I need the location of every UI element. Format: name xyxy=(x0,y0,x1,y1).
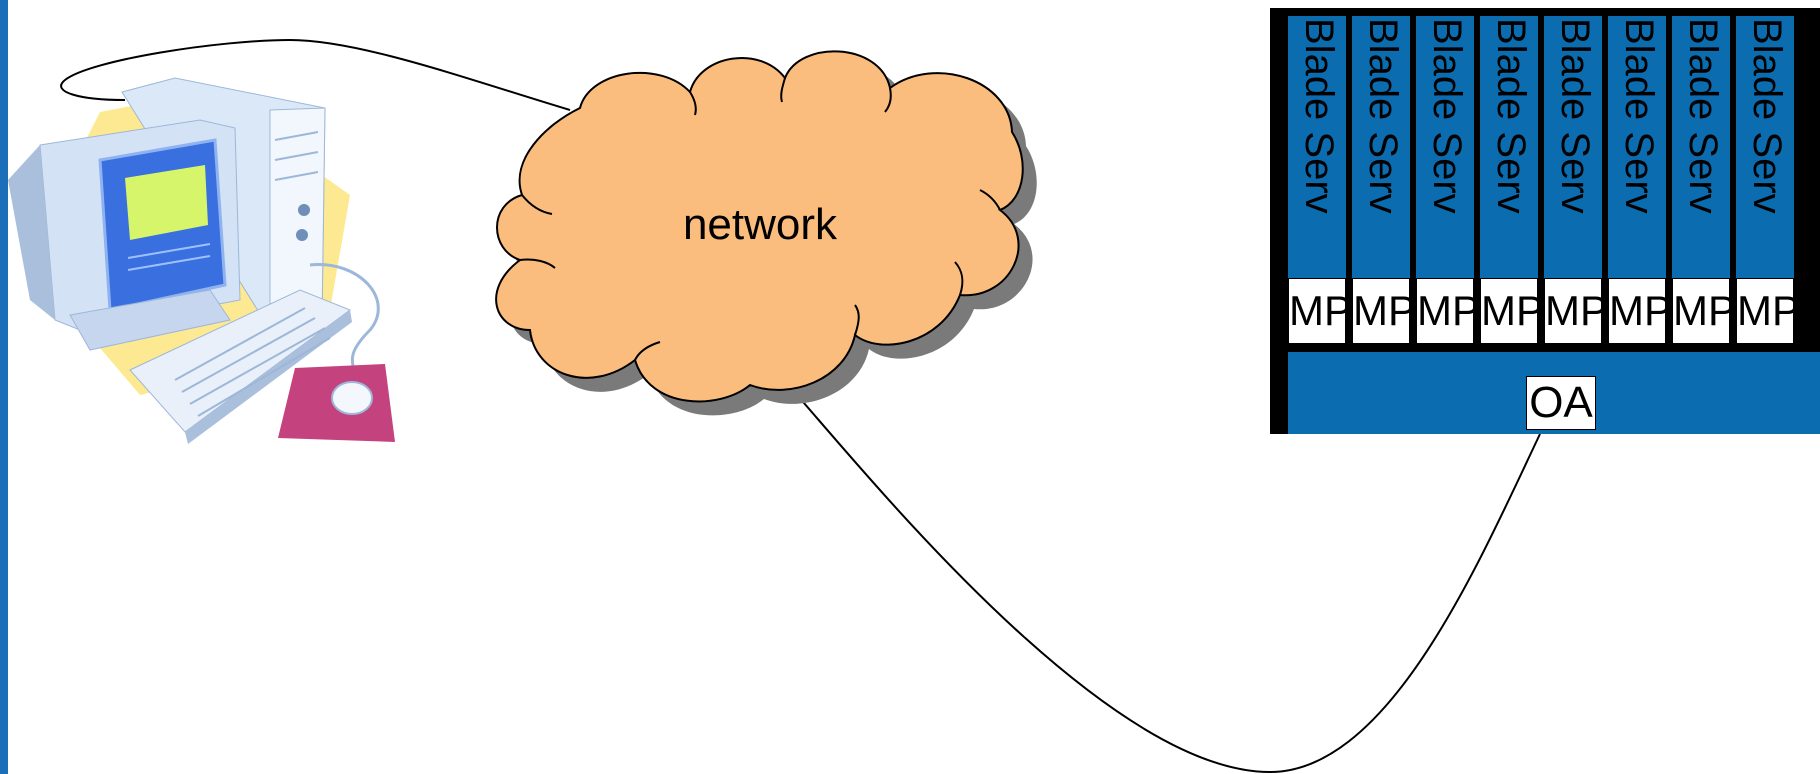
blade-label: Blade Serv xyxy=(1356,18,1410,214)
blade-label: Blade Serv xyxy=(1484,18,1538,214)
blade-enclosure: Blade Serv Blade Serv Blade Serv Blade S… xyxy=(1270,8,1820,434)
management-processor: MP xyxy=(1736,278,1794,344)
management-processor: MP xyxy=(1672,278,1730,344)
blade-server: Blade Serv xyxy=(1544,16,1602,286)
blade-server: Blade Serv xyxy=(1288,16,1346,286)
management-processor: MP xyxy=(1416,278,1474,344)
desktop-computer-icon xyxy=(8,78,395,444)
blade-label: Blade Serv xyxy=(1292,18,1346,214)
management-processor: MP xyxy=(1480,278,1538,344)
blade-server: Blade Serv xyxy=(1672,16,1730,286)
network-label: network xyxy=(640,200,880,250)
management-processor: MP xyxy=(1352,278,1410,344)
management-processor: MP xyxy=(1544,278,1602,344)
blade-label: Blade Serv xyxy=(1420,18,1474,214)
management-processor: MP xyxy=(1608,278,1666,344)
blade-server: Blade Serv xyxy=(1608,16,1666,286)
enclosure-backplane: OA xyxy=(1288,352,1820,434)
blade-server: Blade Serv xyxy=(1736,16,1794,286)
blade-server: Blade Serv xyxy=(1352,16,1410,286)
onboard-administrator: OA xyxy=(1526,376,1596,430)
blade-label: Blade Serv xyxy=(1612,18,1666,214)
blade-label: Blade Serv xyxy=(1740,18,1794,214)
blade-server: Blade Serv xyxy=(1480,16,1538,286)
management-processor: MP xyxy=(1288,278,1346,344)
cable-network-to-oa xyxy=(797,395,1540,772)
blade-server: Blade Serv xyxy=(1416,16,1474,286)
blade-label: Blade Serv xyxy=(1548,18,1602,214)
blade-label: Blade Serv xyxy=(1676,18,1730,214)
